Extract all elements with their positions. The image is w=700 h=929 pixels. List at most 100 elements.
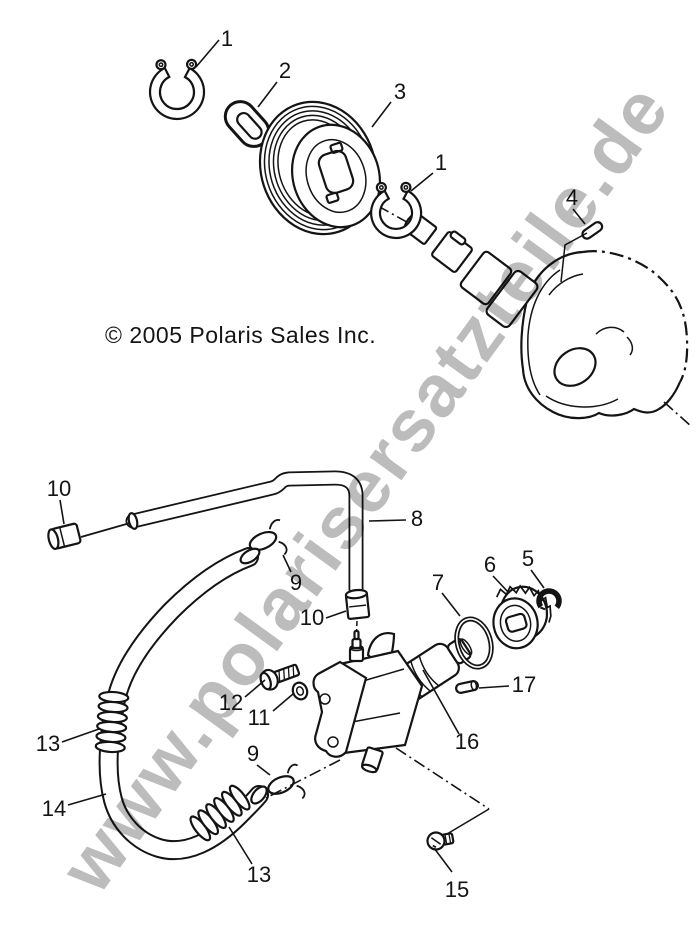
pipe-core [127, 472, 362, 595]
callout-15: 15 [445, 877, 469, 902]
ring-ear [155, 59, 167, 71]
shaft-step-4 [485, 269, 539, 329]
part-oil-pipe-8 [80, 470, 364, 597]
callout-16: 16 [455, 729, 479, 754]
pipe-end-wire [80, 522, 131, 538]
part-pulley-3 [258, 100, 382, 236]
clip-stem [268, 519, 281, 530]
outlet-face [360, 763, 378, 774]
screw-slot [430, 837, 442, 848]
flange-bolt-hole [327, 736, 339, 748]
callout-14: 14 [42, 796, 66, 821]
part-pin-4 [560, 221, 604, 283]
gear-face-ring [499, 604, 532, 642]
clip-hook [296, 784, 306, 800]
part-fitting-10a [47, 522, 82, 551]
part-bolt-12 [259, 663, 301, 691]
fitting-cap [47, 528, 60, 551]
flywheel-detail-wave [595, 326, 634, 356]
leader-1b [410, 172, 434, 192]
fitting-cap [344, 588, 368, 600]
leader-9a [282, 554, 292, 573]
flywheel-hidden-outline [582, 250, 689, 383]
nipple-stem [353, 629, 360, 641]
ring-ear [375, 181, 387, 194]
part-oil-pump-16 [312, 629, 473, 774]
part-clip-9a [248, 519, 288, 556]
bolt-threads [278, 665, 295, 682]
leader-6 [492, 575, 510, 594]
ring-ear-hole [158, 62, 164, 68]
part-clip-9b [267, 763, 306, 800]
part-fitting-10b [344, 588, 371, 620]
callout-13b: 13 [247, 862, 271, 887]
ring-ear [400, 181, 412, 193]
part-spring-13a [94, 690, 130, 754]
callout-17: 17 [512, 672, 536, 697]
ring-body [148, 66, 206, 121]
leader-9b [256, 764, 271, 776]
flywheel-inner-arc [548, 273, 584, 296]
leader-8 [368, 519, 407, 522]
axis-centerline [377, 205, 415, 227]
callout-1a: 1 [221, 26, 233, 51]
clip-loop [248, 530, 278, 552]
leader-17 [478, 685, 510, 689]
flywheel-hub [553, 347, 597, 387]
part-crankshaft [403, 212, 539, 329]
flywheel-rim-line [527, 269, 561, 396]
part-spring-13b [189, 784, 251, 842]
leader-13b [228, 826, 253, 865]
ring-ear [185, 58, 198, 70]
shaft-step-3 [459, 250, 513, 306]
leader-7 [441, 592, 461, 617]
flywheel-bottom-arc [545, 395, 619, 408]
flange-bolt-hole [319, 693, 331, 705]
washer-hole [295, 686, 305, 696]
pin-reference-line [560, 232, 588, 283]
leader-13a [61, 728, 100, 743]
part-snap-ring-1a [148, 58, 206, 121]
leader-4 [572, 208, 586, 225]
part-oring-7 [454, 616, 494, 670]
part-pin-17 [455, 680, 479, 694]
leader-10a [59, 499, 65, 525]
callout-1b: 1 [435, 150, 447, 175]
pump-body-line [351, 712, 401, 723]
washer-outer [291, 681, 309, 701]
leader-lines [59, 39, 586, 873]
oring-highlight [455, 618, 493, 668]
clip-hook [278, 540, 288, 556]
hose-end-cap [239, 547, 261, 565]
pump-mount-flange [312, 660, 368, 758]
barrel-tip-face [459, 638, 473, 656]
ring-ear-hole [378, 185, 384, 190]
fitting-split-line [349, 604, 367, 608]
part-snap-ring-1b [370, 181, 423, 240]
pin-body [581, 221, 604, 240]
pulley-hub-opening [317, 149, 355, 195]
gear-hub-slot [504, 612, 528, 633]
callout-4: 4 [566, 185, 578, 210]
clip-stem [286, 763, 299, 774]
gear-teeth [495, 584, 552, 623]
clip-loop [267, 775, 295, 795]
callout-6: 6 [484, 552, 496, 577]
part-eclip-5 [536, 588, 562, 614]
ring-ear-hole [189, 61, 195, 67]
callout-12: 12 [219, 690, 243, 715]
leader-3 [371, 101, 392, 128]
eclip-notch [540, 606, 546, 611]
ring-ear-hole [403, 184, 409, 190]
callout-7: 7 [432, 570, 444, 595]
assembly-line-screw [395, 747, 490, 810]
part-gear-6 [492, 584, 552, 650]
callout-5: 5 [522, 546, 534, 571]
spring-coil [228, 784, 251, 811]
assembly-line-hose [265, 759, 341, 799]
pulley-face-ring [305, 138, 367, 214]
part-hose-14 [94, 547, 269, 861]
leader-12 [244, 679, 266, 698]
